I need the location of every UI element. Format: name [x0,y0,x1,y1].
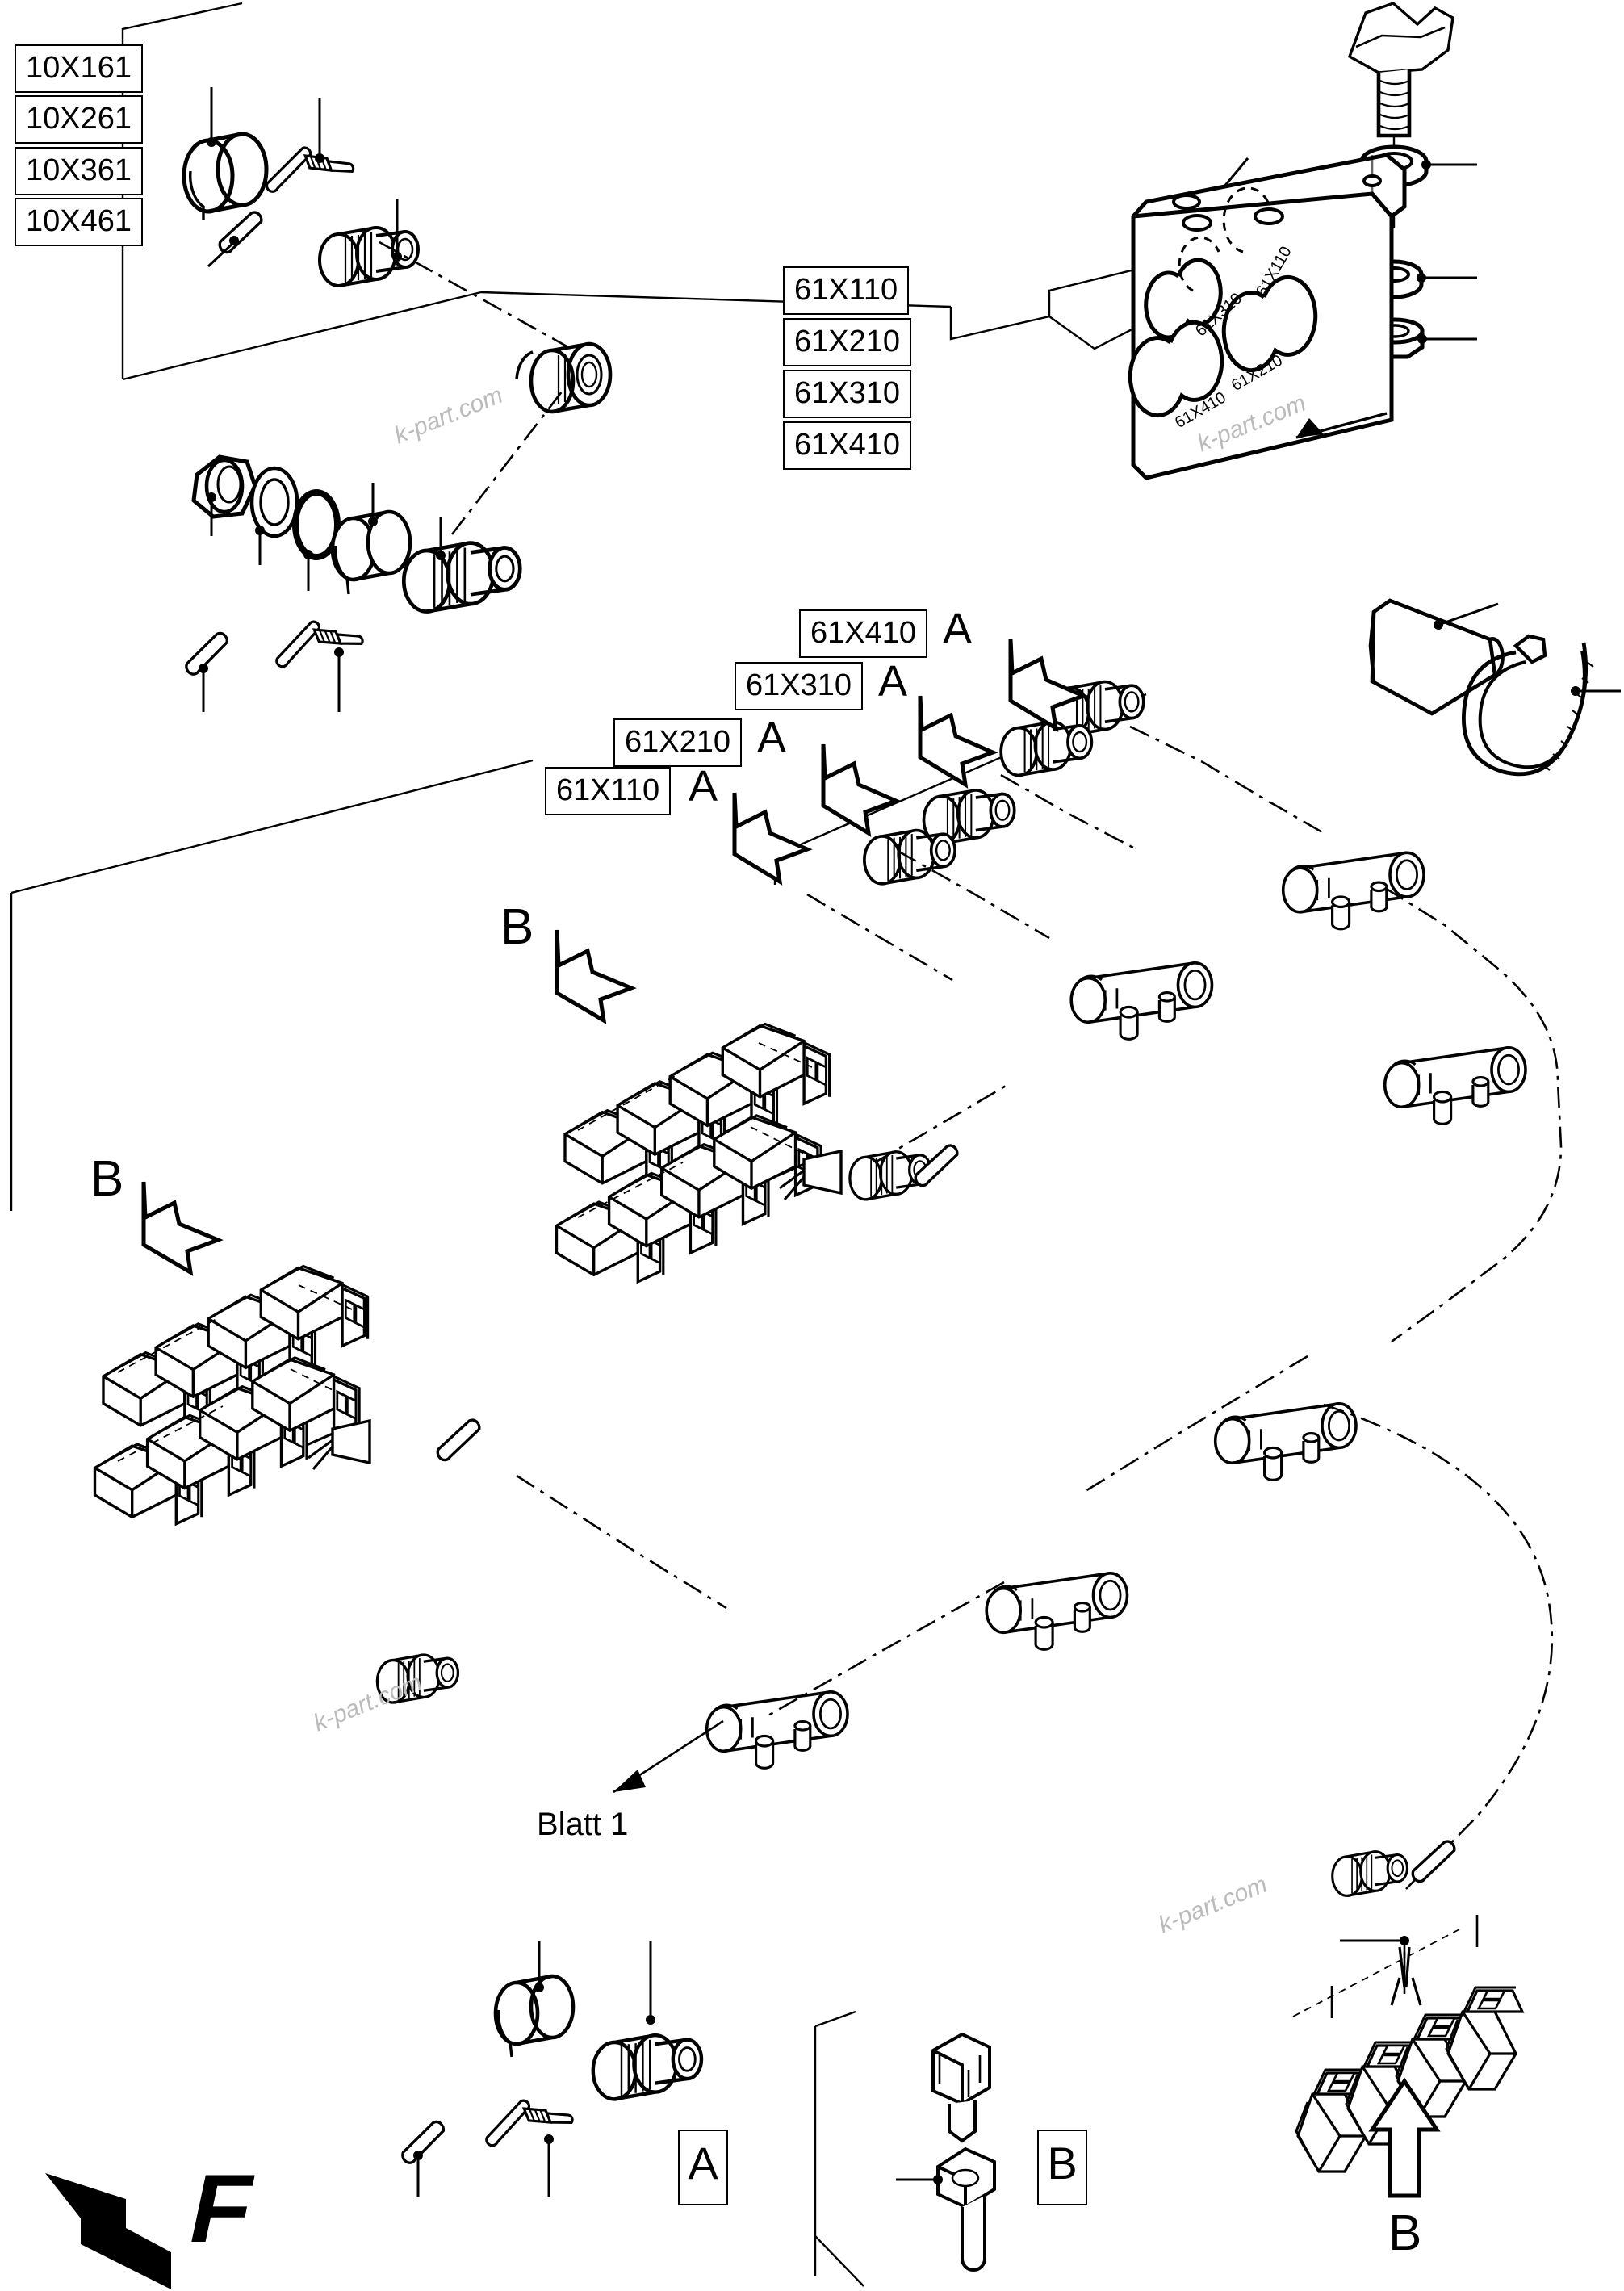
part-label-61x210-center[interactable]: 61X210 [783,318,912,366]
blatt-leader [613,1719,724,1794]
part-label-61x310-staggered[interactable]: 61X310 [735,662,864,710]
marker-b-bottom: B [1388,2205,1422,2261]
round-connectors-group [863,680,1145,886]
connector-cluster-lower [93,1264,370,1526]
marker-b-lower: B [90,1151,124,1207]
part-label-10x261[interactable]: 10X261 [15,95,144,144]
part-label-61x110-center[interactable]: 61X110 [783,266,910,315]
assembly-bottom-right [1292,1838,1524,2173]
part-label-61x110-staggered[interactable]: 61X110 [545,767,672,815]
marker-b-upper: B [500,899,534,955]
marker-a-1: A [943,605,973,653]
splice-bodies [705,851,1527,1770]
wire-lead-lower [306,1417,488,1704]
legend-box-a[interactable]: A [678,2130,728,2205]
frame-lines [10,2,1149,2287]
part-label-61x310-center[interactable]: 61X310 [783,370,912,418]
part-label-61x410-center[interactable]: 61X410 [783,421,912,470]
part-label-10x461[interactable]: 10X461 [15,198,144,246]
wire-lead-upper [777,1142,966,1201]
marker-a-3: A [757,714,787,762]
marker-a-4: A [689,762,718,810]
connector-cluster-upper [555,1022,831,1284]
harness-centerlines [379,241,1563,1994]
blatt-callout: Blatt 1 [537,1807,629,1842]
part-label-61x410-staggered[interactable]: 61X410 [799,609,928,658]
part-label-10x361[interactable]: 10X361 [15,147,144,195]
assembly-bracket [1128,2,1477,480]
part-label-61x210-staggered[interactable]: 61X210 [613,718,743,767]
assembly-10x-bottom [177,454,521,712]
cap-nut-top [515,341,613,414]
a-arrow-icons [732,639,1089,886]
part-label-10x161[interactable]: 10X161 [15,44,144,93]
b-arrow-icons [141,929,1441,2198]
legend-box-b[interactable]: B [1037,2130,1087,2205]
legend-part-a [393,1941,701,2197]
marker-a-2: A [878,657,908,706]
assembly-10x-top [182,87,420,287]
legend-part-b [896,2032,996,2272]
orientation-arrow [45,2173,171,2289]
assembly-cable-tie [1368,598,1621,777]
